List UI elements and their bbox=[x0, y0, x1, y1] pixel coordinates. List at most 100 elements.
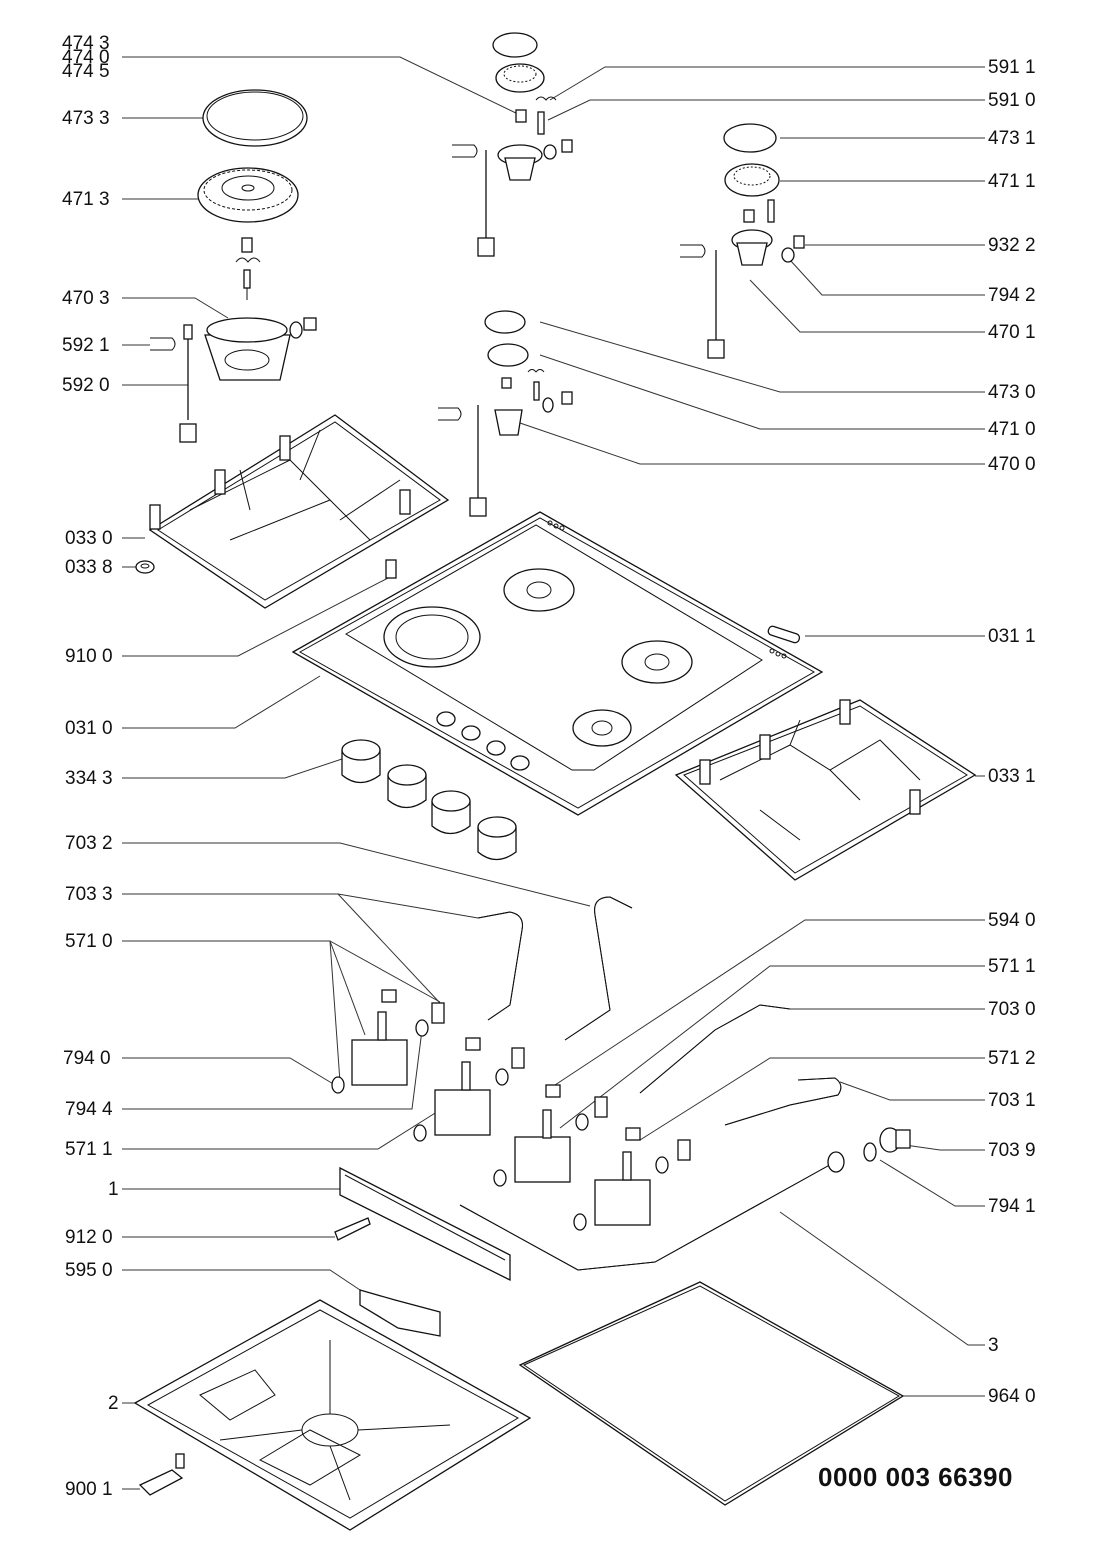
part-label-703-2: 703 2 bbox=[65, 833, 113, 854]
leader-703-3a bbox=[122, 893, 479, 919]
lower-assembly bbox=[133, 1166, 532, 1531]
control-knobs-334-3 bbox=[341, 739, 517, 861]
leader-794-1 bbox=[879, 1159, 985, 1207]
bracket-1 bbox=[339, 1166, 511, 1282]
part-label-794-0: 794 0 bbox=[63, 1048, 111, 1069]
rapid-burner-assembly bbox=[438, 310, 573, 517]
part-label-794-1: 794 1 bbox=[988, 1196, 1036, 1217]
auxiliary-burner-assembly bbox=[452, 32, 573, 257]
leader-571-0c bbox=[329, 940, 441, 1003]
leader-703-9 bbox=[904, 1144, 985, 1151]
part-label-794-4: 794 4 bbox=[65, 1099, 113, 1120]
part-label-474-5: 474 5 bbox=[62, 61, 110, 82]
badge-031-1 bbox=[767, 625, 801, 644]
leader-703-2 bbox=[122, 842, 591, 907]
leader-594-0 bbox=[554, 919, 985, 1086]
leader-571-0b bbox=[329, 940, 366, 1036]
part-label-470-3: 470 3 bbox=[62, 288, 110, 309]
leader-571-2 bbox=[639, 1057, 985, 1141]
part-label-031-1: 031 1 bbox=[988, 626, 1036, 647]
tap-4 bbox=[573, 1127, 691, 1231]
rubber-foot-033-8 bbox=[135, 560, 155, 574]
pipe-703-2 bbox=[564, 896, 633, 1041]
part-label-591-0: 591 0 bbox=[988, 90, 1036, 111]
leader-595-0 bbox=[122, 1269, 361, 1291]
screw-910-0 bbox=[385, 559, 397, 579]
large-burner-assembly bbox=[150, 89, 317, 443]
part-label-033-8: 033 8 bbox=[65, 557, 113, 578]
part-label-591-1: 591 1 bbox=[988, 57, 1036, 78]
part-label-470-0: 470 0 bbox=[988, 454, 1036, 475]
part-label-471-1: 471 1 bbox=[988, 171, 1036, 192]
washer-794-1 bbox=[863, 1142, 877, 1162]
spark-generator-595-0 bbox=[359, 1289, 441, 1337]
tap-1 bbox=[331, 989, 445, 1094]
leader-571-1-left bbox=[122, 1109, 441, 1150]
part-label-2: 2 bbox=[108, 1393, 119, 1414]
part-label-571-1-left: 571 1 bbox=[65, 1139, 113, 1160]
part-label-964-0: 964 0 bbox=[988, 1386, 1036, 1407]
tap-3 bbox=[493, 1084, 608, 1187]
burner-hole-large bbox=[383, 606, 481, 668]
leader-3 bbox=[779, 1211, 985, 1346]
leader-470-1 bbox=[749, 279, 985, 333]
part-label-900-1: 900 1 bbox=[65, 1479, 113, 1500]
leader-794-2 bbox=[789, 259, 985, 296]
part-label-1: 1 bbox=[108, 1179, 119, 1200]
part-label-470-1: 470 1 bbox=[988, 322, 1036, 343]
leader-lines bbox=[122, 56, 591, 1490]
leader-571-0a bbox=[122, 940, 341, 1083]
cooktop-plate-031-0 bbox=[291, 511, 824, 816]
burner-hole-front bbox=[572, 709, 632, 747]
pan-support-right-033-1 bbox=[674, 699, 977, 881]
leader-lines-right bbox=[519, 66, 985, 1397]
part-label-471-3: 471 3 bbox=[62, 189, 110, 210]
document-number: 0000 003 66390 bbox=[818, 1462, 1013, 1492]
part-label-473-1: 473 1 bbox=[988, 128, 1036, 149]
part-label-033-0: 033 0 bbox=[65, 528, 113, 549]
leader-794-0 bbox=[122, 1057, 336, 1086]
leader-470-0 bbox=[519, 422, 985, 465]
part-label-474-3: 474 3 bbox=[62, 33, 110, 54]
part-label-473-0: 473 0 bbox=[988, 382, 1036, 403]
clamp-900-1 bbox=[138, 1469, 184, 1496]
leader-471-0 bbox=[539, 354, 985, 430]
part-label-910-0: 910 0 bbox=[65, 646, 113, 667]
leader-334-3 bbox=[122, 757, 346, 779]
part-label-031-0: 031 0 bbox=[65, 718, 113, 739]
part-label-033-1: 033 1 bbox=[988, 766, 1036, 787]
seal-964-0 bbox=[518, 1281, 905, 1506]
injector bbox=[241, 237, 253, 253]
part-label-571-0: 571 0 bbox=[65, 931, 113, 952]
part-label-571-1-right: 571 1 bbox=[988, 956, 1036, 977]
screw-912-0 bbox=[334, 1217, 371, 1241]
leader-794-4 bbox=[122, 1029, 423, 1110]
part-label-594-0: 594 0 bbox=[988, 910, 1036, 931]
part-label-592-0: 592 0 bbox=[62, 375, 110, 396]
part-label-595-0: 595 0 bbox=[65, 1260, 113, 1281]
part-label-703-1: 703 1 bbox=[988, 1090, 1036, 1111]
leader-470-3 bbox=[122, 297, 229, 319]
leader-703-3b bbox=[337, 893, 441, 1004]
tap-2 bbox=[413, 1037, 525, 1142]
part-label-334-3: 334 3 bbox=[65, 768, 113, 789]
gas-taps-571 bbox=[331, 989, 691, 1231]
part-label-592-1: 592 1 bbox=[62, 335, 110, 356]
part-label-703-3: 703 3 bbox=[65, 884, 113, 905]
part-label-703-0: 703 0 bbox=[988, 999, 1036, 1020]
burner-cap-473-3 bbox=[202, 89, 308, 147]
pipe-703-1 bbox=[724, 1077, 842, 1126]
leader-474-0 bbox=[122, 56, 521, 116]
leader-031-0 bbox=[122, 675, 321, 729]
part-label-471-0: 471 0 bbox=[988, 419, 1036, 440]
leader-591-0 bbox=[547, 99, 985, 121]
part-label-571-2: 571 2 bbox=[988, 1048, 1036, 1069]
burner-crown-471-3 bbox=[197, 167, 299, 223]
pan-support-left-033-0 bbox=[135, 414, 450, 609]
part-label-932-2: 932 2 bbox=[988, 235, 1036, 256]
part-label-3: 3 bbox=[988, 1335, 999, 1356]
gas-pipes bbox=[459, 896, 911, 1271]
part-label-474-0: 474 0 bbox=[62, 47, 110, 68]
